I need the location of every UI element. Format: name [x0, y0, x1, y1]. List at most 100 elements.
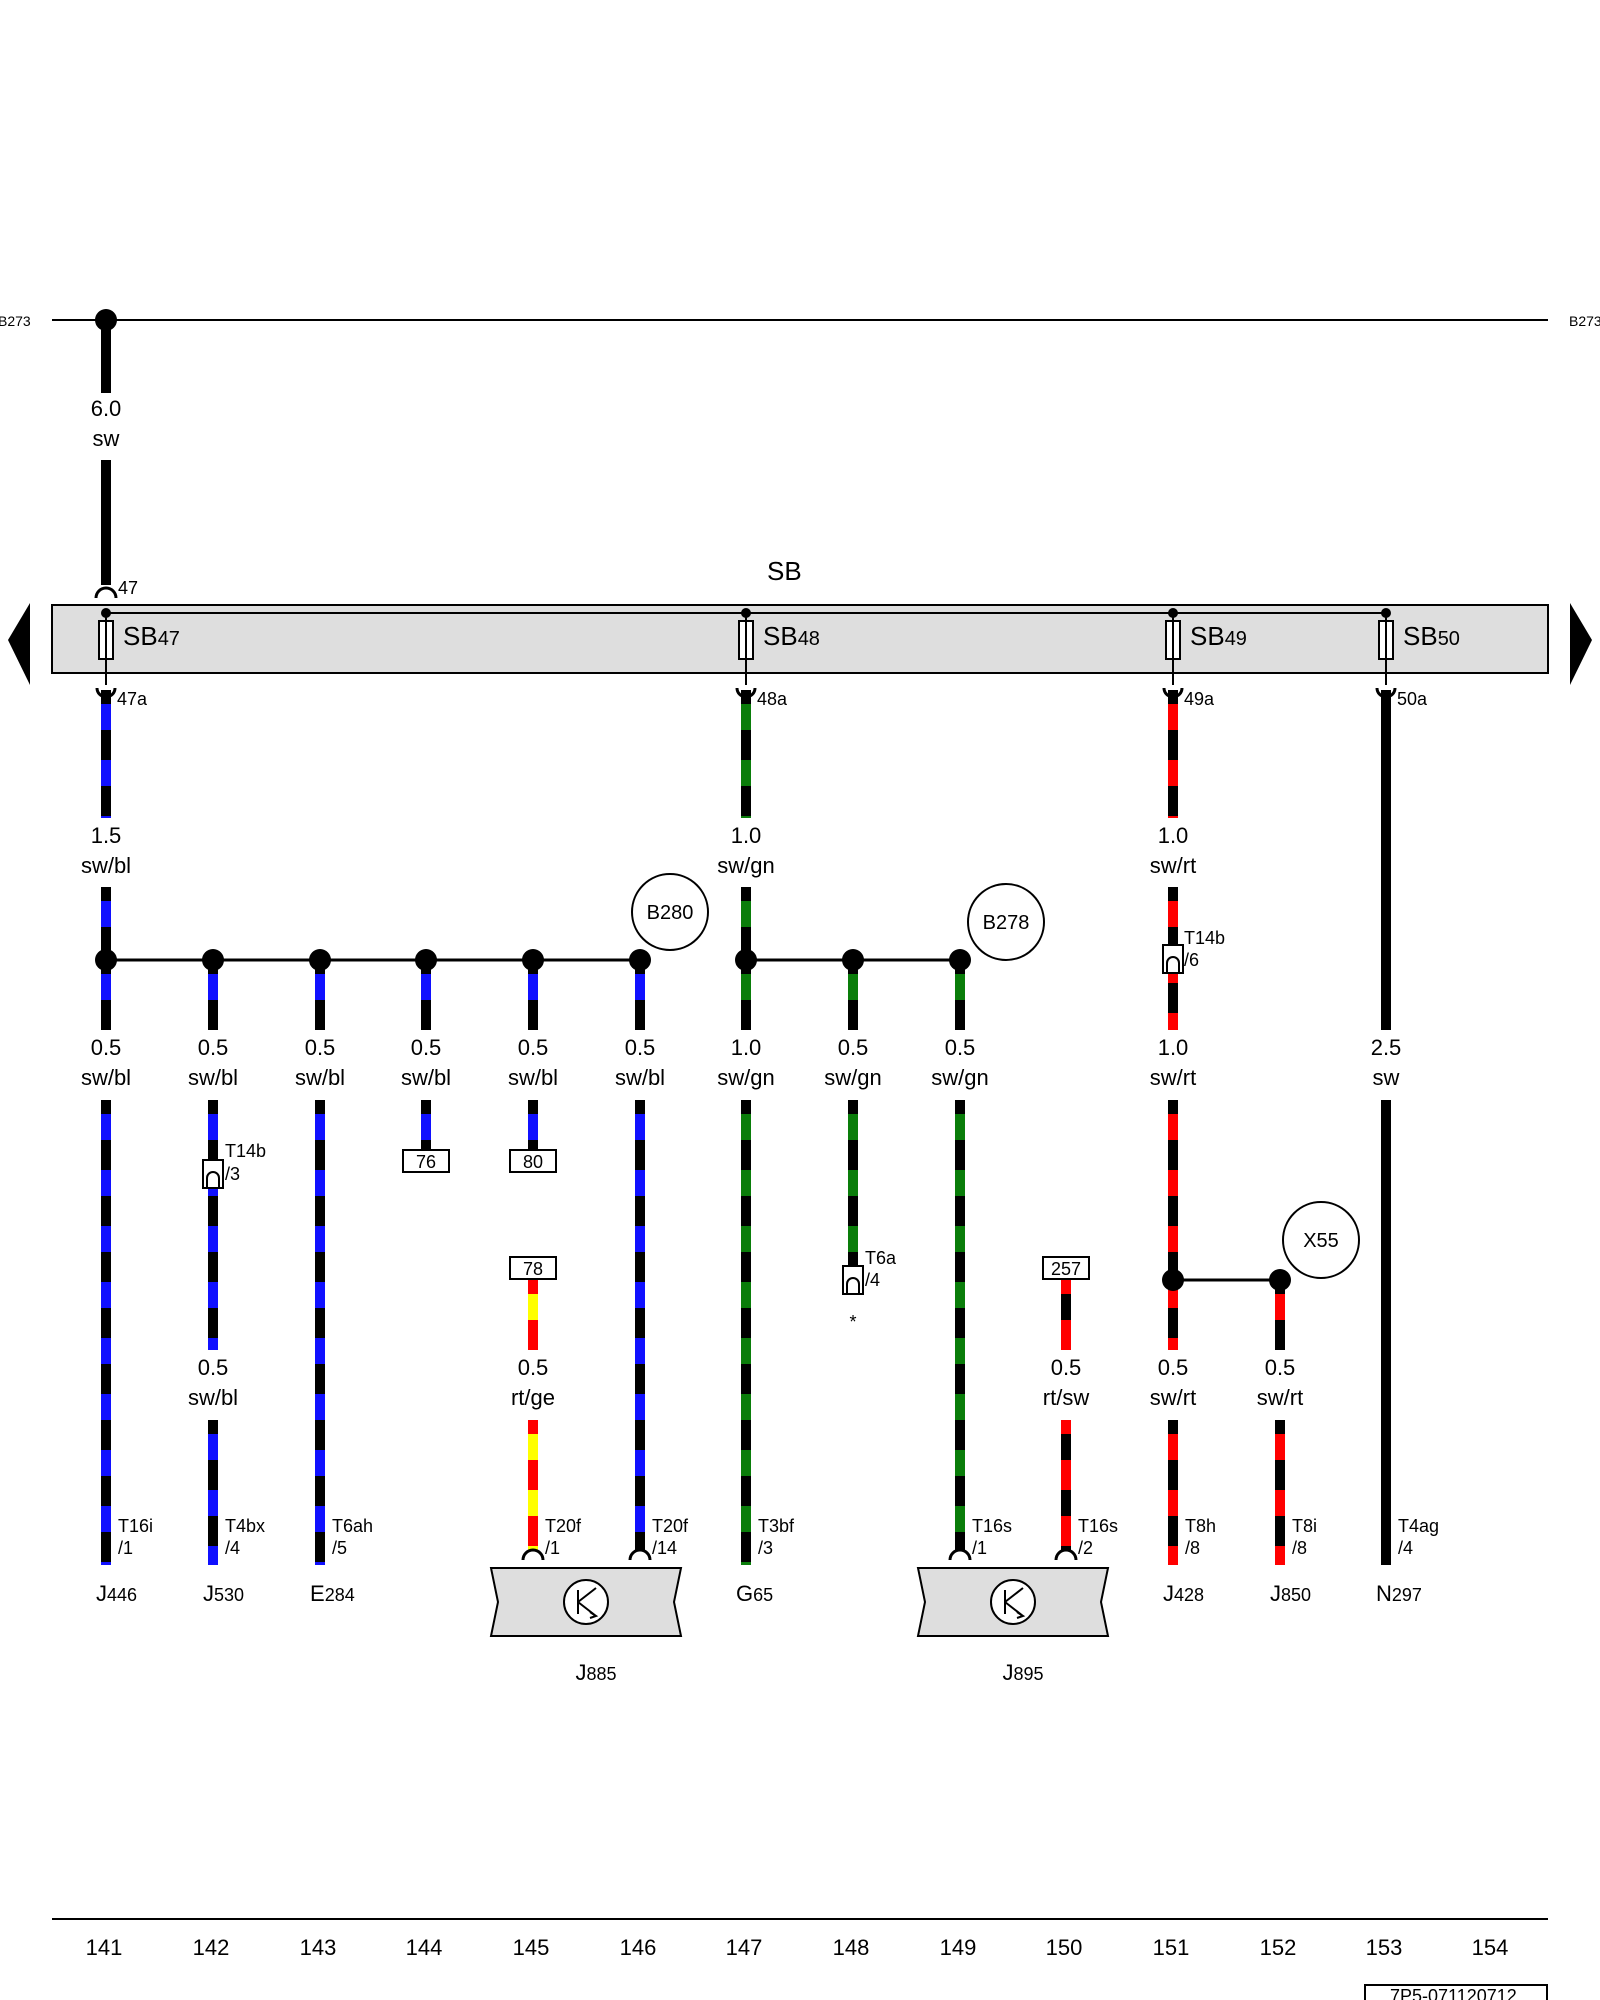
branch-146-connector-pin: /14 — [652, 1538, 677, 1558]
column-number-144: 144 — [406, 1935, 443, 1960]
splice-x55-label: X55 — [1303, 1230, 1339, 1252]
branch-143-connector: T6ah — [332, 1516, 373, 1536]
branch-149-size: 0.5 — [945, 1035, 976, 1060]
diagram-id: 7P5-071120712 — [1390, 1986, 1517, 2000]
branch-150-pin — [1054, 1548, 1078, 1561]
splice-b280-junction — [522, 949, 544, 971]
bus-ref-right: B273 — [1569, 313, 1600, 329]
fuse-50-number: 50 — [1438, 628, 1460, 650]
connector-t14b-6-pin: /6 — [1184, 950, 1199, 970]
component-prefix: G — [736, 1581, 753, 1606]
component-g65-label: G65 — [736, 1581, 773, 1606]
branch-148-connector-arc — [846, 1277, 860, 1294]
branch-150-connector: T16s — [1078, 1516, 1118, 1536]
fuse-box-arrow-left — [8, 603, 30, 685]
branch-147-color: sw/gn — [717, 1065, 774, 1090]
branch-152-color: sw/rt — [1257, 1385, 1303, 1410]
branch-151-color: sw/rt — [1150, 1065, 1196, 1090]
fuse-box-arrow-right — [1570, 603, 1592, 685]
fuse-47-output-pin-label: 47a — [117, 689, 148, 709]
feed-wire-size: 6.0 — [91, 396, 122, 421]
component-prefix: E — [310, 1581, 325, 1606]
branch-143-connector-pin: /5 — [332, 1538, 347, 1558]
module-j885-number: 885 — [586, 1664, 616, 1684]
branch-145-lower-size: 0.5 — [518, 1355, 549, 1380]
branch-145-size: 0.5 — [518, 1035, 549, 1060]
splice-x55-junction — [1269, 1269, 1291, 1291]
bus-ref-left: B273 — [0, 313, 31, 329]
branch-149-connector: T16s — [972, 1516, 1012, 1536]
branch-141-size: 0.5 — [91, 1035, 122, 1060]
module-j895-transistor-icon — [1004, 1587, 1026, 1619]
branch-142-lower-size: 0.5 — [198, 1355, 229, 1380]
branch-141-color: sw/bl — [81, 1065, 131, 1090]
component-number: 297 — [1392, 1585, 1422, 1605]
splice-x55-bubble — [1282, 1201, 1360, 1279]
splice-b280-junction — [629, 949, 651, 971]
column-number-151: 151 — [1153, 1935, 1190, 1960]
branch-142-inline-connector-arc — [206, 1171, 220, 1188]
branch-144-color: sw/bl — [401, 1065, 451, 1090]
branch-145-color: sw/bl — [508, 1065, 558, 1090]
connector-t14b-6-name: T14b — [1184, 928, 1225, 948]
branch-152-connector: T8i — [1292, 1516, 1317, 1536]
component-number: 284 — [325, 1585, 355, 1605]
branch-151-lower-color: sw/rt — [1150, 1385, 1196, 1410]
branch-152-size: 0.5 — [1265, 1355, 1296, 1380]
branch-143-size: 0.5 — [305, 1035, 336, 1060]
component-j530-label: J530 — [203, 1581, 244, 1606]
column-number-153: 153 — [1366, 1935, 1403, 1960]
fuse-50-output-pin-label: 50a — [1397, 689, 1428, 709]
component-number: 850 — [1281, 1585, 1311, 1605]
module-j885-transistor-icon — [577, 1587, 599, 1619]
junctions — [95, 949, 1291, 1291]
branch-141-connector: T16i — [118, 1516, 153, 1536]
sb47-trunk-size: 1.5 — [91, 823, 122, 848]
branch-151-connector-pin: /8 — [1185, 1538, 1200, 1558]
splice-b280-bubble — [631, 873, 709, 951]
branch-149-connector-pin: /1 — [972, 1538, 987, 1558]
branch-145-connector-pin: /1 — [545, 1538, 560, 1558]
column-number-150: 150 — [1046, 1935, 1083, 1960]
feed-pin-label: 47 — [118, 578, 138, 598]
module-j885-chip-icon — [563, 1579, 609, 1625]
component-number: 65 — [753, 1585, 773, 1605]
column-number-147: 147 — [726, 1935, 763, 1960]
branch-141-connector-pin: /1 — [118, 1538, 133, 1558]
branch-142-inline-connector-pin: /3 — [225, 1164, 240, 1184]
module-j895-number: 895 — [1013, 1664, 1043, 1684]
module-j895-prefix: J — [1002, 1660, 1013, 1685]
fuse-box-label: SB — [767, 556, 802, 586]
component-number: 446 — [107, 1585, 137, 1605]
splice-b278-junction — [735, 949, 757, 971]
branch-142-connector-pin: /4 — [225, 1538, 240, 1558]
branch-145-ref-lower-box — [509, 1256, 557, 1280]
fuse-box — [51, 604, 1549, 674]
branch-144-ref: 76 — [416, 1152, 436, 1172]
branch-145-lower-color: rt/ge — [511, 1385, 555, 1410]
branch-148-connector-pin: /4 — [865, 1270, 880, 1290]
sb49-trunk-size: 1.0 — [1158, 823, 1189, 848]
column-number-154: 154 — [1472, 1935, 1509, 1960]
column-number-143: 143 — [300, 1935, 337, 1960]
branch-151-lower-size: 0.5 — [1158, 1355, 1189, 1380]
fuse-50-prefix: SB — [1403, 621, 1438, 651]
branch-150-size: 0.5 — [1051, 1355, 1082, 1380]
splice-b280-label: B280 — [647, 902, 694, 924]
branch-142-color: sw/bl — [188, 1065, 238, 1090]
fuse-49-prefix: SB — [1190, 621, 1225, 651]
wire-labels: 1.5 sw/bl 1.0 sw/gn 1.0 sw/rt 0.5 sw/blT16i/1J4… — [81, 823, 1439, 1606]
branch-150-ref: 257 — [1051, 1259, 1081, 1279]
column-number-149: 149 — [940, 1935, 977, 1960]
component-e284-label: E284 — [310, 1581, 355, 1606]
component-j428-label: J428 — [1163, 1581, 1204, 1606]
fuse-48-number: 48 — [798, 628, 820, 650]
fuse-48-prefix: SB — [763, 621, 798, 651]
branch-146-pin — [628, 1548, 652, 1561]
sb49-trunk-color: sw/rt — [1150, 853, 1196, 878]
wires — [101, 690, 1391, 1565]
branch-151-connector: T8h — [1185, 1516, 1216, 1536]
sb48-trunk-size: 1.0 — [731, 823, 762, 848]
